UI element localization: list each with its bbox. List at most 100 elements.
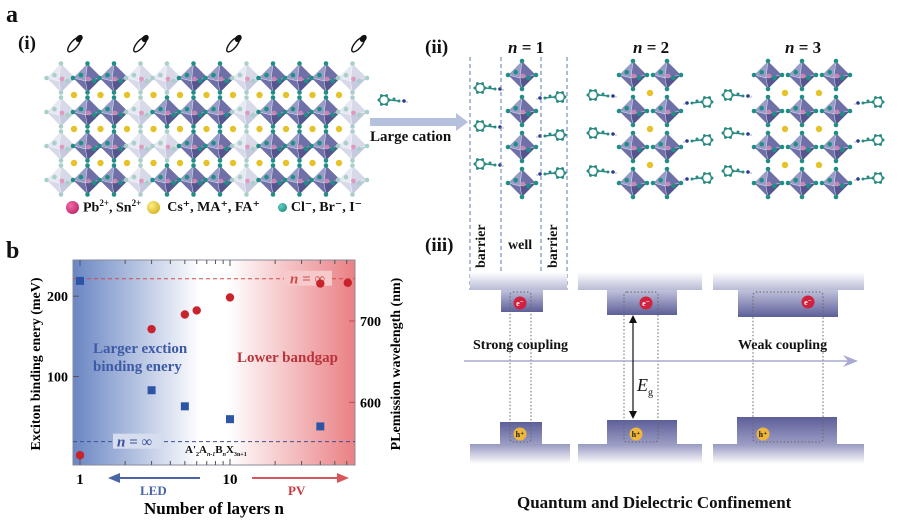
a-site-cation bbox=[176, 91, 184, 99]
a-site-cation bbox=[70, 159, 78, 167]
halide-ion bbox=[330, 78, 335, 84]
a-site-cation bbox=[256, 125, 263, 133]
halide-ion bbox=[840, 75, 845, 81]
y-right-tick-label: 600 bbox=[360, 396, 381, 411]
halide-ion bbox=[85, 124, 90, 129]
octahedron bbox=[70, 163, 105, 197]
pb-ion bbox=[631, 181, 637, 187]
y-left-tick-label: 200 bbox=[47, 290, 68, 305]
halide-ion bbox=[58, 90, 64, 95]
octahedron bbox=[229, 95, 264, 129]
halide-ion bbox=[270, 163, 276, 168]
halide-ion bbox=[171, 78, 176, 84]
data-point-square bbox=[147, 386, 156, 395]
octahedron bbox=[785, 166, 819, 200]
halide-ion bbox=[211, 72, 216, 78]
panel-iii-caption: Quantum and Dielectric Confinement bbox=[517, 493, 792, 512]
halide-ion bbox=[833, 158, 839, 164]
halide-ion bbox=[58, 95, 64, 100]
halide-ion bbox=[191, 61, 196, 66]
octahedron bbox=[819, 94, 853, 128]
halide-ion bbox=[264, 174, 269, 180]
halide-ion bbox=[203, 109, 208, 115]
n3-label: n = 3 bbox=[785, 38, 822, 57]
halide-ion bbox=[144, 78, 150, 84]
halide-ion bbox=[211, 174, 216, 180]
halide-ion bbox=[224, 78, 229, 84]
halide-ion bbox=[150, 75, 155, 81]
halide-ion bbox=[650, 108, 656, 114]
halide-ion bbox=[217, 192, 223, 197]
halide-ion bbox=[505, 180, 511, 186]
legend-halide: Cl⁻, Br⁻, I⁻ bbox=[290, 199, 363, 215]
pb-ion bbox=[245, 76, 250, 82]
halide-ion bbox=[624, 105, 629, 111]
hole-n3: h⁺ bbox=[756, 427, 770, 441]
halide-ion bbox=[138, 158, 143, 163]
pb-ion bbox=[271, 110, 277, 116]
halide-ion bbox=[630, 166, 636, 172]
a-site-cation bbox=[815, 89, 823, 97]
halide-ion bbox=[630, 194, 636, 200]
halide-ion bbox=[256, 177, 261, 183]
pb-ion bbox=[520, 181, 526, 187]
a-site-cation bbox=[646, 125, 654, 133]
octahedron bbox=[123, 95, 158, 129]
halide-ion bbox=[85, 61, 90, 66]
halide-ion bbox=[519, 158, 525, 164]
halide-ion bbox=[519, 94, 525, 100]
halide-ion bbox=[97, 109, 102, 115]
octahedron bbox=[785, 130, 819, 164]
halide-ion bbox=[779, 180, 785, 186]
hole-n1: h⁺ bbox=[513, 427, 527, 441]
halide-ion bbox=[85, 90, 90, 95]
halide-ion bbox=[833, 94, 839, 100]
halide-ion bbox=[765, 86, 771, 92]
halide-ion bbox=[297, 90, 302, 95]
reference-line-label: n = ∞ bbox=[117, 435, 152, 451]
x-tick-label: 1 bbox=[76, 472, 84, 488]
octahedron bbox=[335, 129, 370, 163]
halide-ion bbox=[519, 166, 525, 172]
halide-ion bbox=[309, 75, 314, 81]
plot-area bbox=[72, 259, 356, 466]
pv-arrow-head-icon bbox=[337, 473, 349, 483]
pb-ion bbox=[351, 178, 356, 184]
panel-iii-label: (iii) bbox=[425, 235, 454, 256]
halide-ion bbox=[224, 112, 229, 118]
halide-ion bbox=[224, 180, 229, 186]
halide-ion bbox=[111, 129, 117, 134]
pb-ion bbox=[351, 144, 356, 150]
octahedron bbox=[44, 129, 78, 163]
halide-ion bbox=[840, 183, 845, 189]
bandgap-arrow-down-icon bbox=[629, 411, 637, 419]
octahedron bbox=[256, 163, 290, 197]
halide-ion bbox=[833, 130, 839, 136]
halide-ion bbox=[335, 75, 341, 81]
nitrogen-atom bbox=[746, 132, 750, 136]
octahedron bbox=[282, 95, 317, 129]
data-point-square bbox=[316, 422, 325, 431]
halide-ion bbox=[229, 143, 235, 149]
halide-ion bbox=[650, 72, 656, 78]
halide-ion bbox=[519, 130, 525, 136]
halide-ion bbox=[793, 141, 798, 147]
halide-ion bbox=[323, 90, 329, 95]
halide-ion bbox=[250, 180, 256, 186]
halide-ion bbox=[97, 75, 102, 81]
halide-ion bbox=[191, 124, 196, 129]
halide-ion bbox=[833, 86, 839, 92]
pb-ion bbox=[324, 76, 330, 82]
halide-ion bbox=[303, 112, 309, 118]
halide-ion bbox=[277, 180, 282, 186]
organic-cation-molecule bbox=[473, 158, 504, 170]
halide-ion bbox=[105, 174, 110, 180]
halide-ion bbox=[144, 146, 150, 152]
data-point-circle bbox=[343, 278, 352, 287]
halide-ion bbox=[364, 143, 370, 149]
halide-ion bbox=[158, 106, 163, 112]
pb-ion bbox=[139, 76, 144, 82]
bandgap-arrow-up-icon bbox=[629, 315, 637, 323]
halide-ion bbox=[217, 124, 223, 129]
halide-ion bbox=[138, 95, 143, 100]
